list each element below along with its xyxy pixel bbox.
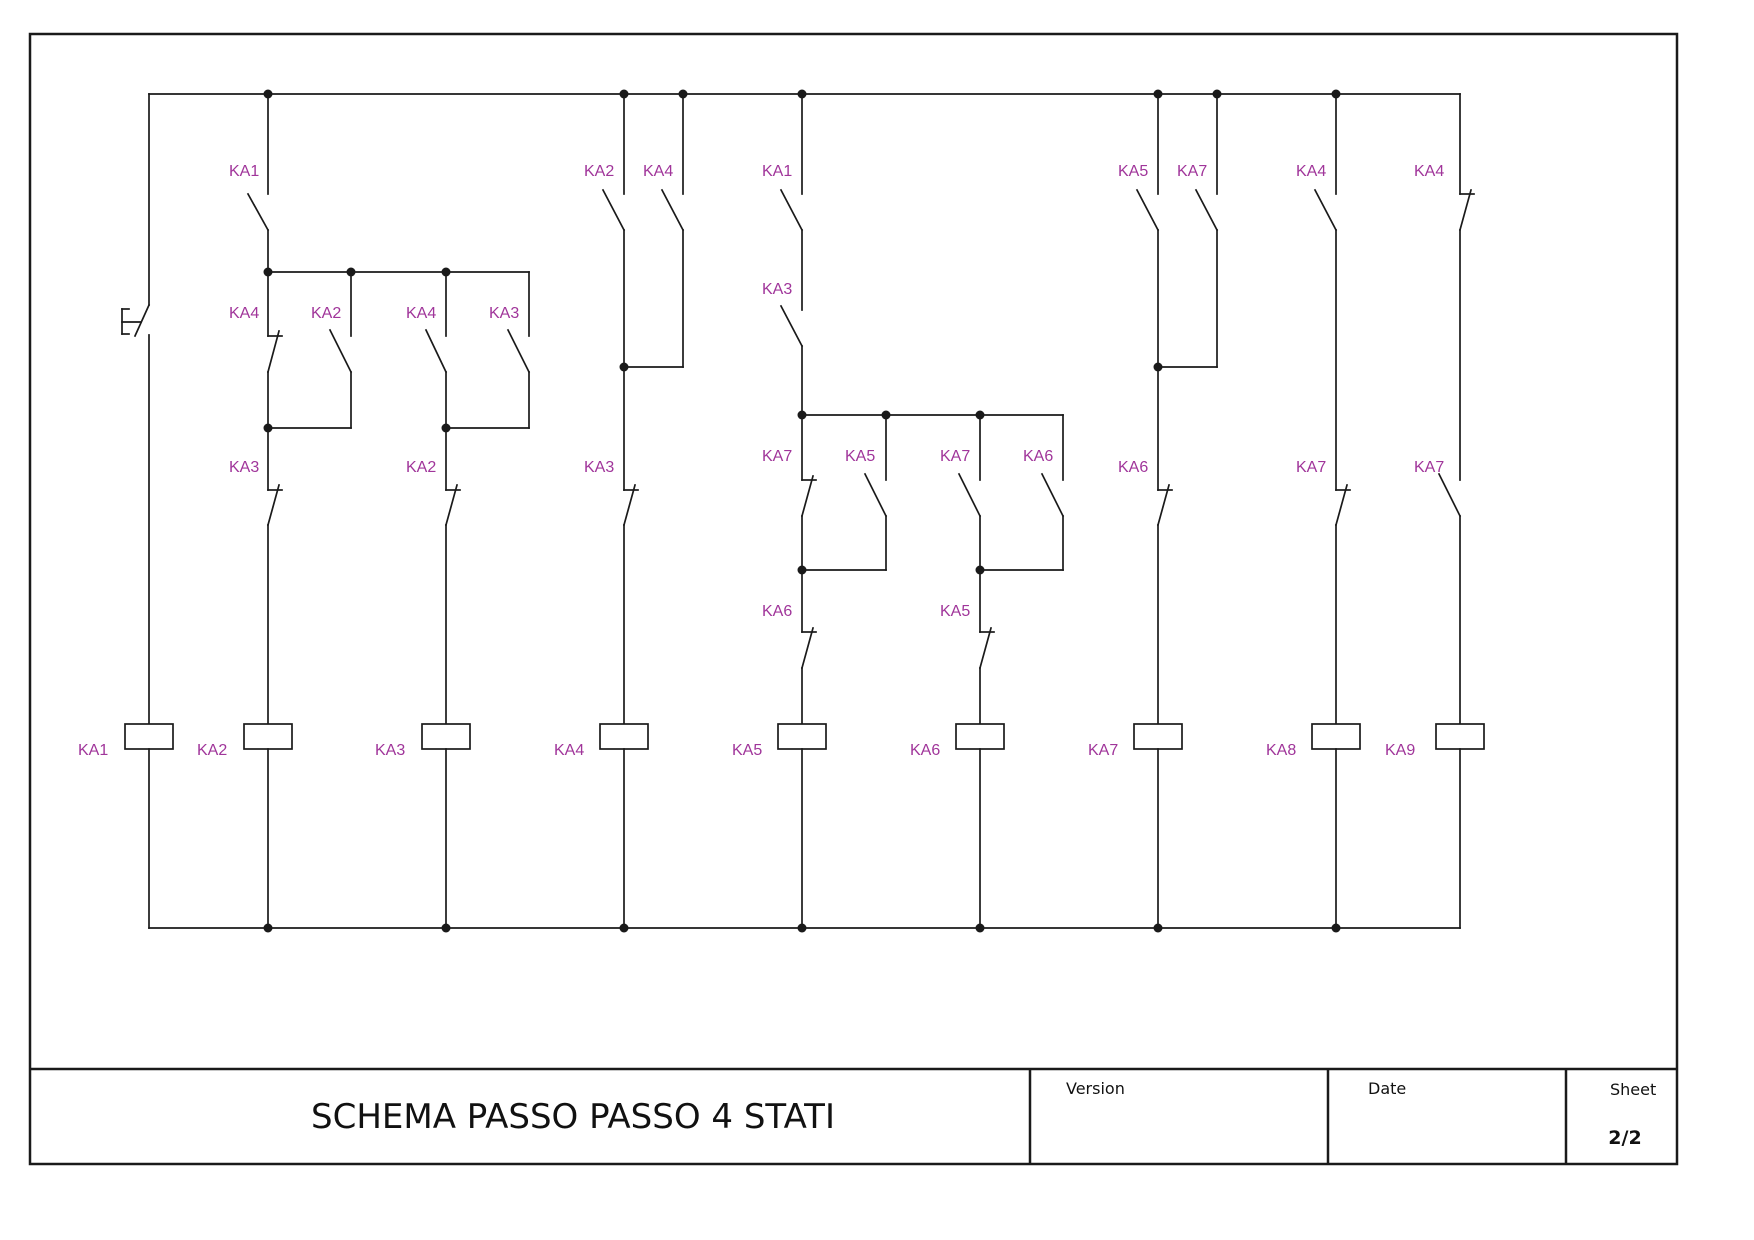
contact-no	[779, 304, 804, 348]
coil-ka2	[243, 723, 293, 750]
contact-no	[660, 188, 685, 232]
contact-label: KA4	[643, 163, 673, 180]
contact-label: KA4	[1414, 163, 1444, 180]
contact-no	[1194, 188, 1219, 232]
contact-nc	[1156, 483, 1171, 527]
coil-ka5	[777, 723, 827, 750]
coil-label-ka8: KA8	[1266, 742, 1296, 759]
rung-4	[599, 93, 685, 929]
coil-ka9	[1435, 723, 1485, 750]
coil-label-ka3: KA3	[375, 742, 405, 759]
contact-no	[424, 328, 448, 374]
contact-label: KA2	[406, 459, 436, 476]
contact-nc	[1458, 188, 1473, 232]
contact-label: KA1	[762, 163, 792, 180]
contact-label: KA6	[762, 603, 792, 620]
date-label: Date	[1368, 1079, 1406, 1098]
contact-no	[1437, 472, 1462, 518]
coil-label-ka9: KA9	[1385, 742, 1415, 759]
coil-label-ka1: KA1	[78, 742, 108, 759]
contact-label: KA3	[489, 305, 519, 322]
rung-2	[243, 93, 530, 929]
sheet-label: Sheet	[1610, 1080, 1656, 1099]
contact-label: KA6	[1118, 459, 1148, 476]
contact-label: KA5	[845, 448, 875, 465]
contact-label: KA5	[940, 603, 970, 620]
rung-1	[121, 93, 174, 929]
drawing-title: SCHEMA PASSO PASSO 4 STATI	[311, 1097, 835, 1137]
rung-8	[1311, 93, 1361, 929]
coil-label-ka4: KA4	[554, 742, 584, 759]
contact-nc	[1334, 483, 1349, 527]
coil-ka1	[124, 723, 174, 750]
contact-no	[1313, 188, 1338, 232]
contact-labels: KA1 KA4 KA2 KA3 KA4 KA3 KA2 KA2 KA4 KA3 …	[229, 163, 1444, 620]
contact-no	[1135, 188, 1160, 232]
contact-label: KA7	[1414, 459, 1444, 476]
contact-no	[506, 328, 531, 374]
contact-nc	[978, 626, 993, 670]
contact-label: KA4	[1296, 163, 1326, 180]
contact-label: KA4	[406, 305, 436, 322]
contact-nc	[800, 626, 815, 670]
contact-label: KA7	[762, 448, 792, 465]
junction-dots	[263, 89, 1341, 933]
supply-rails	[148, 93, 1461, 929]
contact-nc	[266, 483, 281, 527]
pushbutton-contact	[133, 303, 151, 338]
contact-nc	[800, 474, 815, 518]
contact-no	[957, 472, 982, 518]
contact-label: KA1	[229, 163, 259, 180]
coil-label-ka2: KA2	[197, 742, 227, 759]
contact-no	[246, 192, 270, 232]
contact-no	[328, 328, 353, 374]
rung-6	[955, 414, 1065, 929]
contact-label: KA3	[584, 459, 614, 476]
contact-label: KA7	[940, 448, 970, 465]
contact-label: KA3	[762, 281, 792, 298]
coil-ka3	[421, 723, 471, 750]
sheet-number: 2/2	[1608, 1127, 1641, 1149]
coil-ka6	[955, 723, 1005, 750]
contact-label: KA3	[229, 459, 259, 476]
contact-label: KA2	[311, 305, 341, 322]
title-block: SCHEMA PASSO PASSO 4 STATI Version Date …	[311, 1079, 1656, 1149]
version-label: Version	[1066, 1079, 1125, 1098]
coil-label-ka5: KA5	[732, 742, 762, 759]
pushbutton-actuator-icon	[121, 308, 142, 335]
coil-ka4	[599, 723, 649, 750]
contact-nc	[444, 483, 459, 527]
contact-nc	[266, 329, 281, 374]
coil-ka7	[1133, 723, 1183, 750]
rung-9	[1435, 93, 1485, 929]
coil-label-ka7: KA7	[1088, 742, 1118, 759]
rung-3	[421, 271, 531, 929]
contact-nc	[622, 483, 637, 527]
contact-label: KA5	[1118, 163, 1148, 180]
contact-label: KA2	[584, 163, 614, 180]
contact-no	[863, 472, 888, 518]
rung-7	[1133, 93, 1219, 929]
rung-5	[777, 93, 1064, 929]
contact-no	[779, 188, 804, 232]
frame-border	[28, 32, 1679, 1166]
coil-labels: KA1 KA2 KA3 KA4 KA5 KA6 KA7 KA8 KA9	[78, 742, 1415, 759]
contact-no	[1040, 472, 1065, 518]
contact-label: KA6	[1023, 448, 1053, 465]
contact-label: KA7	[1177, 163, 1207, 180]
coil-label-ka6: KA6	[910, 742, 940, 759]
contact-label: KA7	[1296, 459, 1326, 476]
contact-no	[601, 188, 626, 232]
drawing-frame	[28, 32, 1679, 1166]
contact-label: KA4	[229, 305, 259, 322]
coil-ka8	[1311, 723, 1361, 750]
